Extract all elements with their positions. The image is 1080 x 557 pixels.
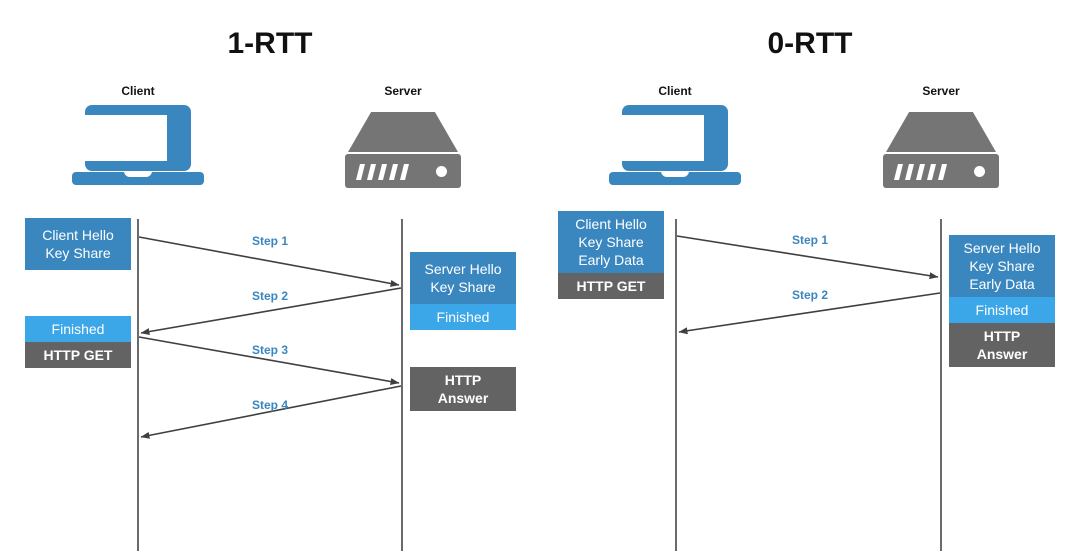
server-led-icon bbox=[436, 166, 447, 177]
step-label-4-1rtt: Step 4 bbox=[251, 398, 288, 412]
server-icon bbox=[345, 110, 461, 188]
message-finished: Finished bbox=[25, 316, 131, 342]
server-top-icon bbox=[886, 112, 996, 152]
message-server-hello-early-data: Server Hello Key Share Early Data bbox=[949, 235, 1055, 297]
message-http-get: HTTP GET bbox=[25, 342, 131, 368]
laptop-icon bbox=[72, 105, 204, 187]
step-label-3-1rtt: Step 3 bbox=[251, 343, 288, 357]
step-label-2-0rtt: Step 2 bbox=[791, 288, 828, 302]
client-message-stack-0rtt: Client Hello Key Share Early Data HTTP G… bbox=[558, 211, 664, 299]
message-server-finished: Finished bbox=[410, 304, 516, 330]
client-message-stack-1rtt: Client Hello Key Share bbox=[25, 218, 131, 270]
client-label-0rtt: Client bbox=[658, 84, 692, 98]
message-client-hello-early-data: Client Hello Key Share Early Data bbox=[558, 211, 664, 273]
message-server-finished: Finished bbox=[949, 297, 1055, 323]
server-vent-bars-icon bbox=[894, 164, 948, 180]
server-message-stack-0rtt: Server Hello Key Share Early Data Finish… bbox=[949, 235, 1055, 367]
server-led-icon bbox=[974, 166, 985, 177]
step-label-2-1rtt: Step 2 bbox=[251, 289, 288, 303]
panel-title-1rtt: 1-RTT bbox=[227, 27, 313, 60]
step-label-1-0rtt: Step 1 bbox=[791, 233, 828, 247]
server-message-stack-2-1rtt: HTTP Answer bbox=[410, 367, 516, 411]
server-label-0rtt: Server bbox=[922, 84, 960, 98]
message-server-hello: Server Hello Key Share bbox=[410, 252, 516, 304]
server-message-stack-1rtt: Server Hello Key Share Finished bbox=[410, 252, 516, 330]
message-client-hello: Client Hello Key Share bbox=[25, 218, 131, 270]
message-http-answer: HTTP Answer bbox=[410, 367, 516, 411]
laptop-icon bbox=[609, 105, 741, 187]
server-top-icon bbox=[348, 112, 458, 152]
server-label-1rtt: Server bbox=[384, 84, 422, 98]
message-http-answer: HTTP Answer bbox=[949, 323, 1055, 367]
panel-0rtt: 0-RTT Client Server Client Hello Key Sha… bbox=[540, 0, 1080, 557]
laptop-base-icon bbox=[609, 172, 741, 185]
panel-1rtt: 1-RTT Client Server Client Hello Key Sha… bbox=[25, 27, 516, 412]
server-vent-bars-icon bbox=[356, 164, 410, 180]
panel-title-0rtt: 0-RTT bbox=[767, 27, 853, 60]
client-message-stack-2-1rtt: Finished HTTP GET bbox=[25, 316, 131, 368]
laptop-notch-icon bbox=[124, 171, 152, 177]
step-label-1-1rtt: Step 1 bbox=[251, 234, 288, 248]
laptop-notch-icon bbox=[661, 171, 689, 177]
server-icon bbox=[883, 110, 999, 188]
message-http-get: HTTP GET bbox=[558, 273, 664, 299]
laptop-screen-icon bbox=[83, 115, 167, 161]
laptop-base-icon bbox=[72, 172, 204, 185]
client-label-1rtt: Client bbox=[121, 84, 155, 98]
laptop-screen-icon bbox=[620, 115, 704, 161]
